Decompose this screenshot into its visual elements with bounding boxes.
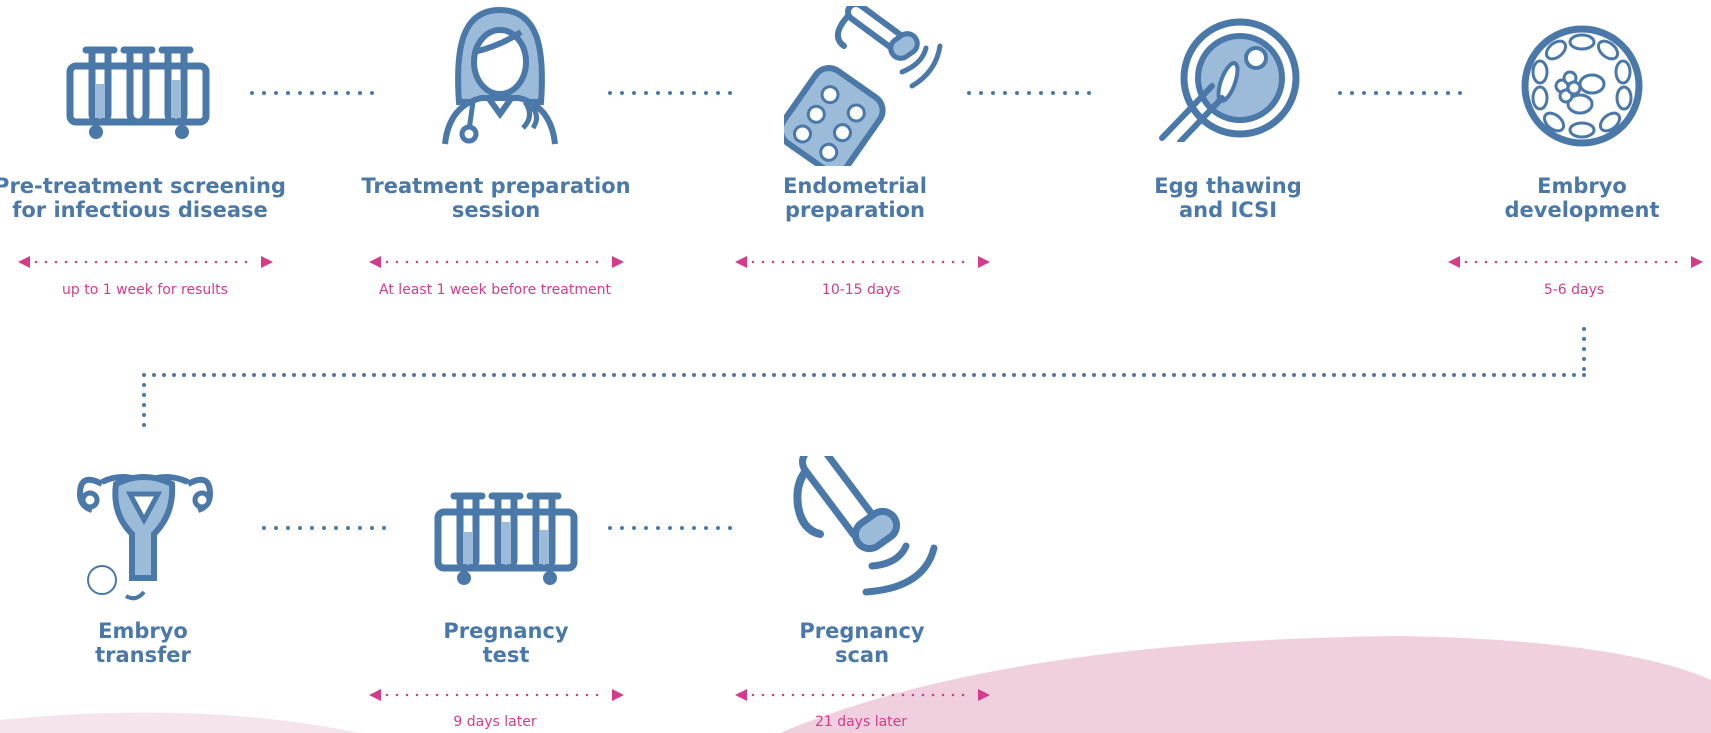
connector-dots — [608, 91, 744, 95]
duration-arrow — [735, 256, 990, 268]
connector-dots — [250, 91, 386, 95]
test-tubes-icon — [434, 492, 578, 585]
connector-dots — [262, 526, 398, 530]
step-duration: 21 days later — [814, 714, 908, 730]
duration-arrow — [369, 689, 624, 701]
doctor-icon — [442, 6, 558, 145]
step-duration: 9 days later — [453, 714, 537, 730]
step-duration: up to 1 week for results — [62, 282, 228, 298]
duration-arrow — [735, 689, 990, 701]
connector-dots — [1338, 91, 1474, 95]
duration-arrow — [18, 256, 273, 268]
step-duration: At least 1 week before treatment — [379, 282, 611, 298]
duration-arrow — [369, 256, 624, 268]
egg-injection-icon — [1159, 18, 1300, 142]
ultrasound-probe-icon — [793, 456, 938, 596]
uterus-icon — [76, 474, 214, 601]
embryo-icon — [1521, 25, 1643, 147]
pills-ultrasound-icon — [784, 6, 943, 166]
connector-dots — [967, 91, 1103, 95]
connector-dots — [608, 526, 744, 530]
step-duration: 5-6 days — [1543, 282, 1605, 298]
duration-arrow — [1448, 256, 1703, 268]
step-duration: 10-15 days — [821, 282, 901, 298]
test-tubes-icon — [66, 46, 210, 139]
row-wrap-connector — [142, 327, 1586, 433]
